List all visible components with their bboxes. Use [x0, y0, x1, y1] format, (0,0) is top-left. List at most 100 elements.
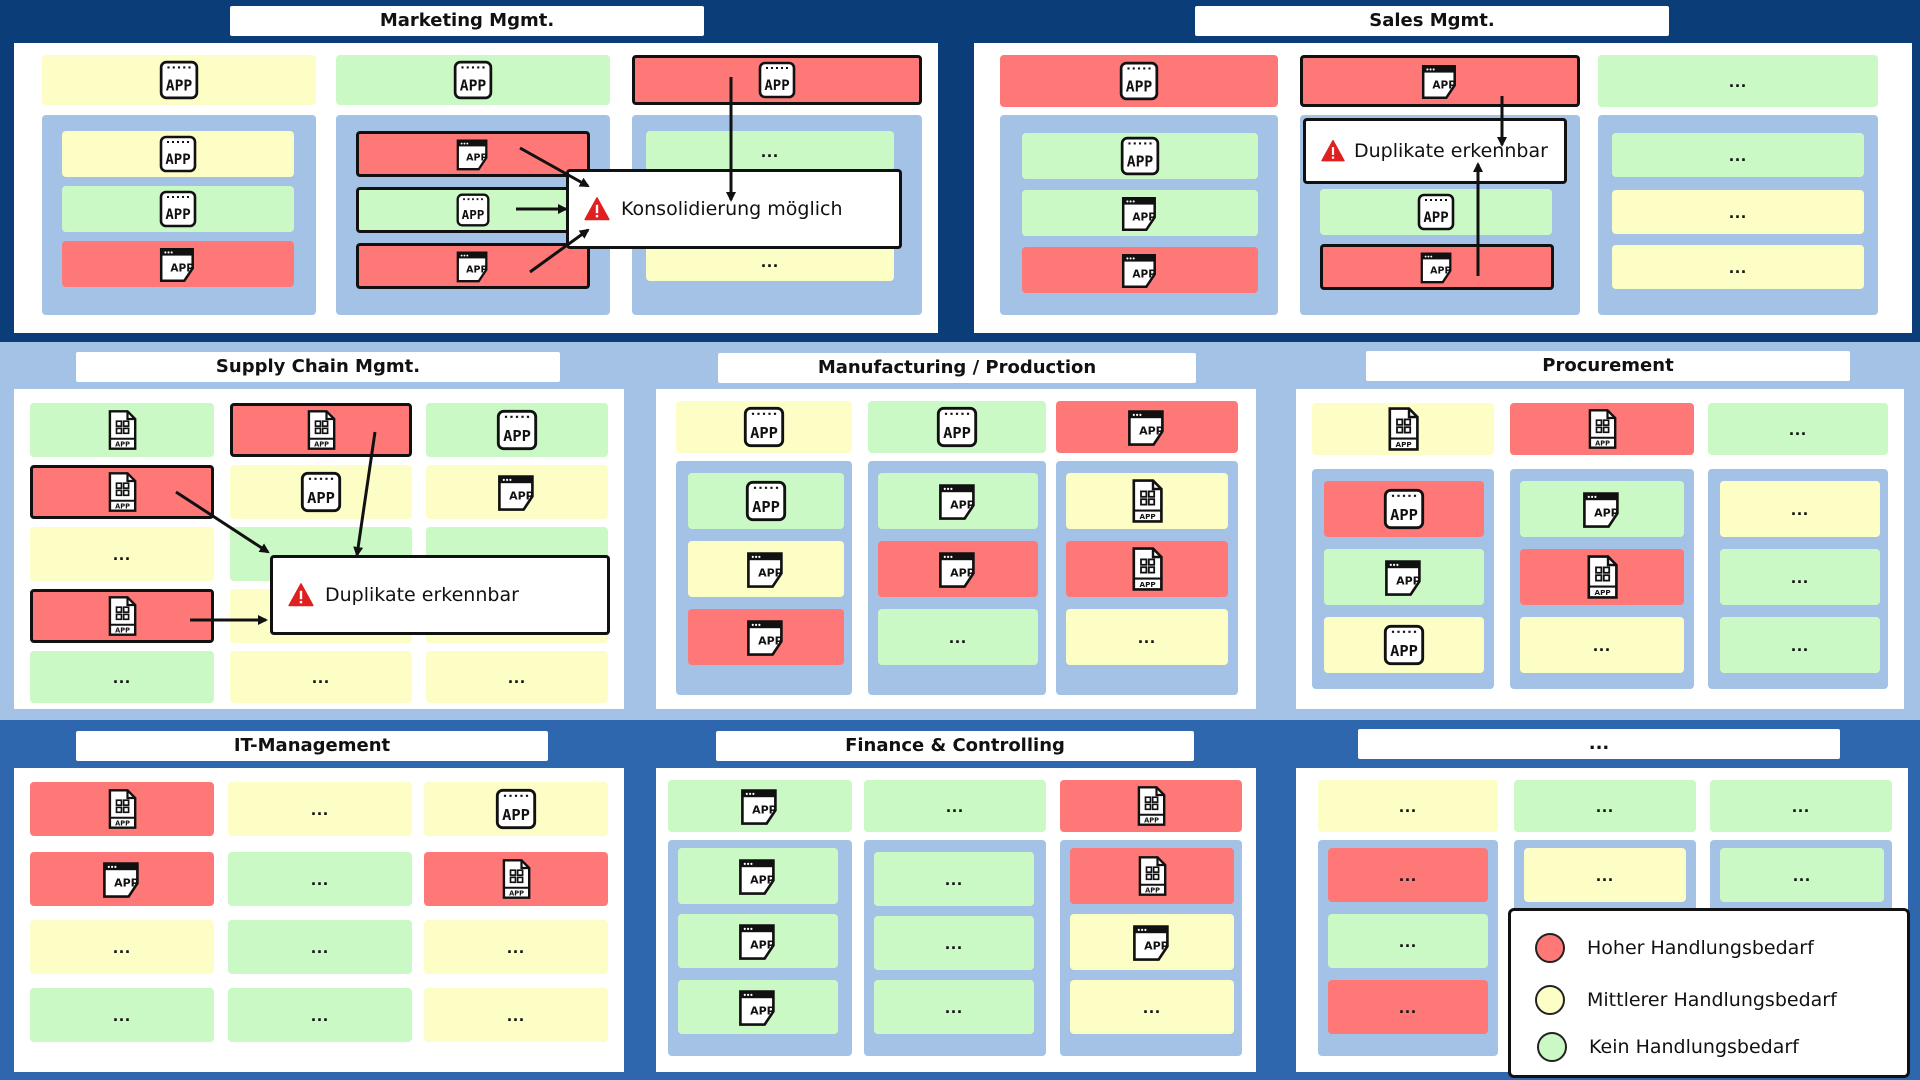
app-cell[interactable]: APP [426, 403, 608, 457]
svg-text:APP: APP [509, 890, 524, 898]
app-cell-highlighted[interactable]: APP [356, 131, 590, 177]
app-cell[interactable]: APP [688, 541, 844, 597]
ellipsis-cell[interactable]: ... [1066, 609, 1228, 665]
ellipsis-cell[interactable]: ... [228, 988, 412, 1042]
ellipsis-cell[interactable]: ... [1318, 780, 1498, 832]
ellipsis-cell[interactable]: ... [864, 780, 1046, 832]
app-cell[interactable]: APP [1070, 848, 1234, 904]
app-cell[interactable]: APP [424, 852, 608, 906]
ellipsis-cell[interactable]: ... [1720, 617, 1880, 673]
svg-text:APP: APP [764, 78, 789, 94]
app-cell[interactable]: APP [676, 401, 852, 453]
app-cell[interactable]: APP [1324, 481, 1484, 537]
app-cell[interactable]: APP [688, 473, 844, 529]
ellipsis-cell[interactable]: ... [1520, 617, 1684, 673]
app-cell[interactable]: APP [426, 465, 608, 519]
callout-text: Duplikate erkennbar [1354, 140, 1548, 162]
app-cell[interactable]: APP [688, 609, 844, 665]
app-cell[interactable]: APP [678, 914, 838, 968]
ellipsis-cell[interactable]: ... [30, 920, 214, 974]
ellipsis-cell[interactable]: ... [426, 651, 608, 703]
app-cell[interactable]: APP [678, 848, 838, 904]
svg-text:APP: APP [1145, 887, 1160, 895]
ellipsis-cell[interactable]: ... [646, 131, 894, 171]
ellipsis-cell[interactable]: ... [1612, 245, 1864, 289]
manufacturing-column-2: APP APP ... [868, 461, 1046, 695]
app-cell[interactable]: APP [1022, 190, 1258, 236]
section-title-it: IT-Management [76, 731, 548, 761]
ellipsis-cell[interactable]: ... [228, 920, 412, 974]
ellipsis-cell[interactable]: ... [874, 980, 1034, 1034]
ellipsis-cell[interactable]: ... [1612, 133, 1864, 177]
app-cell-highlighted[interactable]: APP [30, 589, 214, 643]
app-cell[interactable]: APP [1070, 914, 1234, 970]
ellipsis-cell[interactable]: ... [1328, 914, 1488, 968]
app-cell[interactable]: APP [868, 401, 1046, 453]
legend-item-high: Hoher Handlungsbedarf [1535, 933, 1814, 963]
app-cell-highlighted[interactable]: APP [1300, 55, 1580, 107]
app-cell[interactable]: APP [30, 403, 214, 457]
ellipsis-cell[interactable]: ... [228, 852, 412, 906]
ellipsis-cell[interactable]: ... [228, 782, 412, 836]
app-cell-highlighted[interactable]: APP [356, 187, 590, 233]
app-cell[interactable]: APP [668, 780, 852, 832]
app-cell[interactable]: APP [1000, 55, 1278, 107]
app-cell[interactable]: APP [1520, 549, 1684, 605]
ellipsis-cell[interactable]: ... [1524, 848, 1686, 902]
app-cell[interactable]: APP [878, 473, 1038, 529]
app-cell-highlighted[interactable]: APP [356, 243, 590, 289]
app-cell[interactable]: APP [1320, 189, 1552, 235]
app-cell[interactable]: APP [1022, 133, 1258, 179]
ellipsis-cell[interactable]: ... [1328, 980, 1488, 1034]
section-title-manufacturing: Manufacturing / Production [718, 353, 1196, 383]
ellipsis-cell[interactable]: ... [874, 852, 1034, 906]
app-cell[interactable]: APP [1060, 780, 1242, 832]
app-cell-highlighted[interactable]: APP [230, 403, 412, 457]
ellipsis-cell[interactable]: ... [424, 920, 608, 974]
app-cell-highlighted[interactable]: APP [1320, 244, 1554, 290]
ellipsis-cell[interactable]: ... [878, 609, 1038, 665]
ellipsis-cell[interactable]: ... [1720, 848, 1884, 902]
app-cell[interactable]: APP [62, 241, 294, 287]
ellipsis-cell[interactable]: ... [1720, 549, 1880, 605]
app-cell-highlighted[interactable]: APP [632, 55, 922, 105]
svg-text:APP: APP [165, 152, 190, 168]
ellipsis-cell[interactable]: ... [1328, 848, 1488, 902]
ellipsis-cell[interactable]: ... [1612, 190, 1864, 234]
ellipsis-cell[interactable]: ... [1598, 55, 1878, 107]
app-cell[interactable]: APP [336, 55, 610, 105]
app-cell[interactable]: APP [1510, 403, 1694, 455]
app-cell[interactable]: APP [62, 186, 294, 232]
app-cell[interactable]: APP [1066, 473, 1228, 529]
app-cell[interactable]: APP [878, 541, 1038, 597]
ellipsis-cell[interactable]: ... [30, 651, 214, 703]
app-cell[interactable]: APP [1022, 247, 1258, 293]
app-cell[interactable]: APP [1312, 403, 1494, 455]
app-window-icon: APP [736, 854, 780, 898]
app-cell[interactable]: APP [678, 980, 838, 1034]
app-cell[interactable]: APP [1324, 617, 1484, 673]
app-badge-icon: APP [742, 405, 786, 449]
app-cell-highlighted[interactable]: APP [30, 465, 214, 519]
app-cell[interactable]: APP [1066, 541, 1228, 597]
ellipsis-cell[interactable]: ... [1070, 980, 1234, 1034]
app-window-icon: APP [1419, 60, 1461, 102]
ellipsis-cell[interactable]: ... [1720, 481, 1880, 537]
app-cell[interactable]: APP [424, 782, 608, 836]
ellipsis-cell[interactable]: ... [30, 527, 214, 581]
app-cell[interactable]: APP [30, 782, 214, 836]
app-cell[interactable]: APP [62, 131, 294, 177]
ellipsis-cell[interactable]: ... [424, 988, 608, 1042]
ellipsis-cell[interactable]: ... [1514, 780, 1696, 832]
ellipsis-cell[interactable]: ... [30, 988, 214, 1042]
app-cell[interactable]: APP [1520, 481, 1684, 537]
ellipsis-cell[interactable]: ... [230, 651, 412, 703]
app-cell[interactable]: APP [1324, 549, 1484, 605]
app-cell[interactable]: APP [42, 55, 316, 105]
app-cell[interactable]: APP [1056, 401, 1238, 453]
app-cell[interactable]: APP [30, 852, 214, 906]
ellipsis-cell[interactable]: ... [1708, 403, 1888, 455]
ellipsis-cell[interactable]: ... [1710, 780, 1892, 832]
app-cell[interactable]: APP [230, 465, 412, 519]
ellipsis-cell[interactable]: ... [874, 916, 1034, 970]
